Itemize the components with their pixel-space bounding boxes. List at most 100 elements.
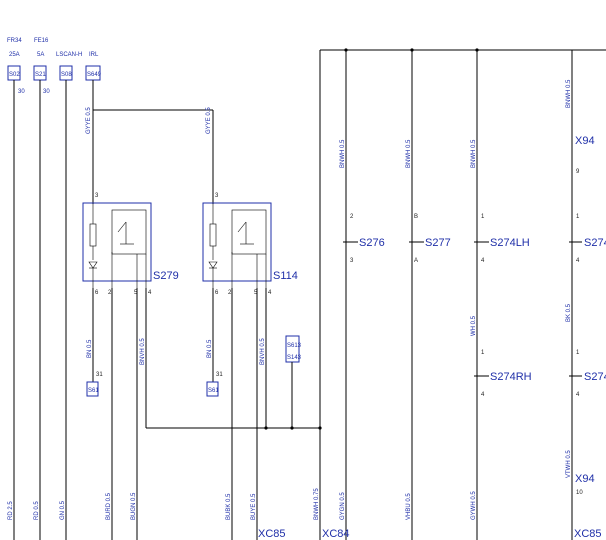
switch-pin-top: 1 <box>481 350 485 356</box>
connector-x94-bottom-pin: 10 <box>576 490 583 496</box>
wire-label: GYWH 0.5 <box>471 491 477 520</box>
bottom-wire-labels: RD 2.5 RD 0.5 GN 0.5 BURD 0.5 BUGN 0.5 B… <box>8 488 477 520</box>
switch-pin-top: 1 <box>576 350 580 356</box>
splice-line2: S143 <box>287 355 302 361</box>
right-wire-bottom: VTWH 0.5 <box>566 450 572 478</box>
switch-s274f-name: S274F <box>584 237 606 249</box>
fuse-rating: 25A <box>9 52 20 58</box>
switch-name: S274LH <box>490 237 530 249</box>
connector-x94-bottom: X94 <box>575 473 595 485</box>
right-column: BNWH 0.5 X94 9 1 S274F 4 BK 0.5 1 S274F … <box>566 50 606 540</box>
fuse-pin: 30 <box>18 89 25 95</box>
relay-s279: GYYE 0.5 3 S279 6 2 5 4 BN 0.5 31 S61 BN… <box>82 107 179 540</box>
connector-xc85-right: XC85 <box>574 528 602 540</box>
fuse-irl: IRL S649 <box>85 52 102 81</box>
relay-name: S114 <box>273 270 298 282</box>
relay-pin-d: 4 <box>268 290 272 296</box>
fuse-pin: 30 <box>43 89 50 95</box>
relay-wire-in-label: GYYE 0.5 <box>206 107 212 134</box>
switch-s276: BNWH 0.5 2 S276 3 <box>340 50 385 540</box>
switch-s277: BNWH 0.5 B S277 A <box>406 50 451 540</box>
relay-pin-b: 2 <box>228 290 232 296</box>
relay-s114: GYYE 0.5 3 S114 6 2 5 4 BN 0.5 31 S61 BN… <box>202 107 298 540</box>
switch-wire-label: BNWH 0.5 <box>406 139 412 168</box>
left-wires <box>13 80 214 540</box>
switch-pin-bottom: 4 <box>576 258 580 264</box>
bottom-connectors: XC85 XC84 XC85 <box>258 528 602 540</box>
relay-pin-b: 2 <box>108 290 112 296</box>
ground-box-label: S61 <box>208 388 219 394</box>
wire-label: BURD 0.5 <box>106 492 112 520</box>
wire-label: VHBU 0.5 <box>406 493 412 520</box>
relay-wire-down2: BNVH 0.5 <box>140 338 146 365</box>
relay-ground-pin: 31 <box>96 372 103 378</box>
wire-label: BUYE 0.5 <box>251 493 257 520</box>
right-wire-top: BNWH 0.5 <box>566 79 572 108</box>
switch-wire-label: BNWH 0.5 <box>340 139 346 168</box>
fuse-name: FE16 <box>34 38 49 44</box>
fuse-box-label: S02 <box>9 72 20 78</box>
relay-pin-d: 4 <box>148 290 152 296</box>
wire-label: GYGN 0.5 <box>340 492 346 520</box>
switch-s274lh: BNWH 0.5 1 S274LH 4 <box>471 50 530 366</box>
relay-pin-c: 5 <box>134 290 138 296</box>
wire-label: BNWH 0.75 <box>314 488 320 520</box>
fuse-fe16: FE16 5A S21 30 <box>33 38 50 95</box>
fuse-lscan-h: LSCAN-H S08 <box>56 52 82 81</box>
splice-s613: S613 S143 <box>146 335 322 430</box>
ground-box <box>206 381 219 397</box>
splice-line1: S613 <box>287 343 302 349</box>
switch-pin-bottom: A <box>414 258 418 264</box>
wire-label: RD 0.5 <box>34 501 40 520</box>
fuse-rating: 5A <box>37 52 44 58</box>
relay-box <box>82 202 152 282</box>
switch-s274rh: WH 0.5 1 S274RH 4 <box>471 315 532 540</box>
relay-wire-down1: BN 0.5 <box>87 339 93 358</box>
switch-pin-top: B <box>414 214 418 220</box>
fuse-box-label: S08 <box>61 72 72 78</box>
relay-ground-pin: 31 <box>216 372 223 378</box>
fuse-name: IRL <box>89 52 99 58</box>
wire-label: BUGN 0.5 <box>131 492 137 520</box>
switch-wire-label: BK 0.5 <box>566 303 572 322</box>
ground-box <box>86 381 99 397</box>
switch-pin-bottom: 4 <box>481 258 485 264</box>
relay-name: S279 <box>153 270 179 282</box>
relay-pin-a: 6 <box>95 290 99 296</box>
switch-name: S277 <box>425 237 451 249</box>
wire-label: RD 2.5 <box>8 501 14 520</box>
wire-label: BUBK 0.5 <box>226 493 232 520</box>
connector-x94-top: X94 <box>575 135 595 147</box>
relay-box <box>202 202 272 282</box>
switch-wire-label: BNWH 0.5 <box>471 139 477 168</box>
fuse-box-label: S649 <box>87 72 102 78</box>
fuse-fr34: FR34 25A S02 30 <box>7 38 25 95</box>
fuse-name: FR34 <box>7 38 22 44</box>
switch-pin-top: 1 <box>576 214 580 220</box>
switch-pin-bottom: 4 <box>576 392 580 398</box>
switch-name: S276 <box>359 237 385 249</box>
relay-pin-c: 5 <box>254 290 258 296</box>
relay-wire-in-label: GYYE 0.5 <box>86 107 92 134</box>
relay-wire-down2: BNVH 0.5 <box>260 338 266 365</box>
switch-wire-label: WH 0.5 <box>471 315 477 336</box>
relay-pin-top: 3 <box>95 193 99 199</box>
switch-pin-top: 1 <box>481 214 485 220</box>
switch-pin-top: 2 <box>350 214 354 220</box>
wire-label: GN 0.5 <box>60 500 66 520</box>
relay-pin-top: 3 <box>215 193 219 199</box>
switch-s274f2-name: S274F <box>584 371 606 383</box>
right-bus <box>319 48 606 540</box>
switch-pin-bottom: 3 <box>350 258 354 264</box>
relay-pin-a: 6 <box>215 290 219 296</box>
fuse-name: LSCAN-H <box>56 52 82 58</box>
switch-pin-bottom: 4 <box>481 392 485 398</box>
connector-x94-top-pin: 9 <box>576 169 580 175</box>
relay-wire-down1: BN 0.5 <box>207 339 213 358</box>
fuse-box-label: S21 <box>35 72 46 78</box>
ground-box-label: S61 <box>88 388 99 394</box>
connector-xc84: XC84 <box>322 528 350 540</box>
switch-name: S274RH <box>490 371 532 383</box>
connector-xc85-left: XC85 <box>258 528 286 540</box>
